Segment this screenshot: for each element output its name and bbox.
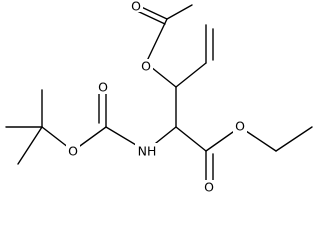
svg-text:NH: NH bbox=[138, 144, 157, 159]
atom-oxygen-acetoxy-bridge: O bbox=[139, 59, 153, 74]
atom-nitrogen-amine: NH bbox=[135, 143, 159, 159]
svg-text:O: O bbox=[68, 144, 78, 159]
bond-ethyl-ch3 bbox=[275, 126, 313, 152]
bond-acetyl-c-o-double-b bbox=[134, 9, 166, 25]
svg-text:O: O bbox=[98, 80, 108, 95]
chemical-structure-canvas: O O O O NH O O bbox=[5, 0, 313, 195]
bond-tbu-methyl-bottom bbox=[17, 126, 43, 165]
svg-text:O: O bbox=[235, 119, 245, 134]
svg-text:O: O bbox=[131, 0, 141, 14]
svg-text:O: O bbox=[141, 59, 151, 74]
atom-oxygen-boc-bridge: O bbox=[66, 143, 80, 159]
bond-alpha-c-ester-c bbox=[175, 126, 207, 152]
bond-acetyl-methyl bbox=[166, 4, 193, 20]
atom-oxygen-ethyl-ester-carbonyl: O bbox=[202, 180, 216, 195]
skeletal-formula: O O O O NH O O bbox=[5, 0, 313, 195]
bond-acetyl-c-o-bridge bbox=[145, 18, 168, 64]
svg-text:O: O bbox=[204, 180, 214, 195]
atom-oxygen-acetyl-carbonyl: O bbox=[129, 0, 143, 14]
atom-oxygen-ethyl-ester-bridge: O bbox=[233, 119, 247, 134]
bond-chiral-c-vinyl bbox=[175, 62, 207, 88]
atom-oxygen-carbamate-carbonyl: O bbox=[96, 79, 110, 95]
